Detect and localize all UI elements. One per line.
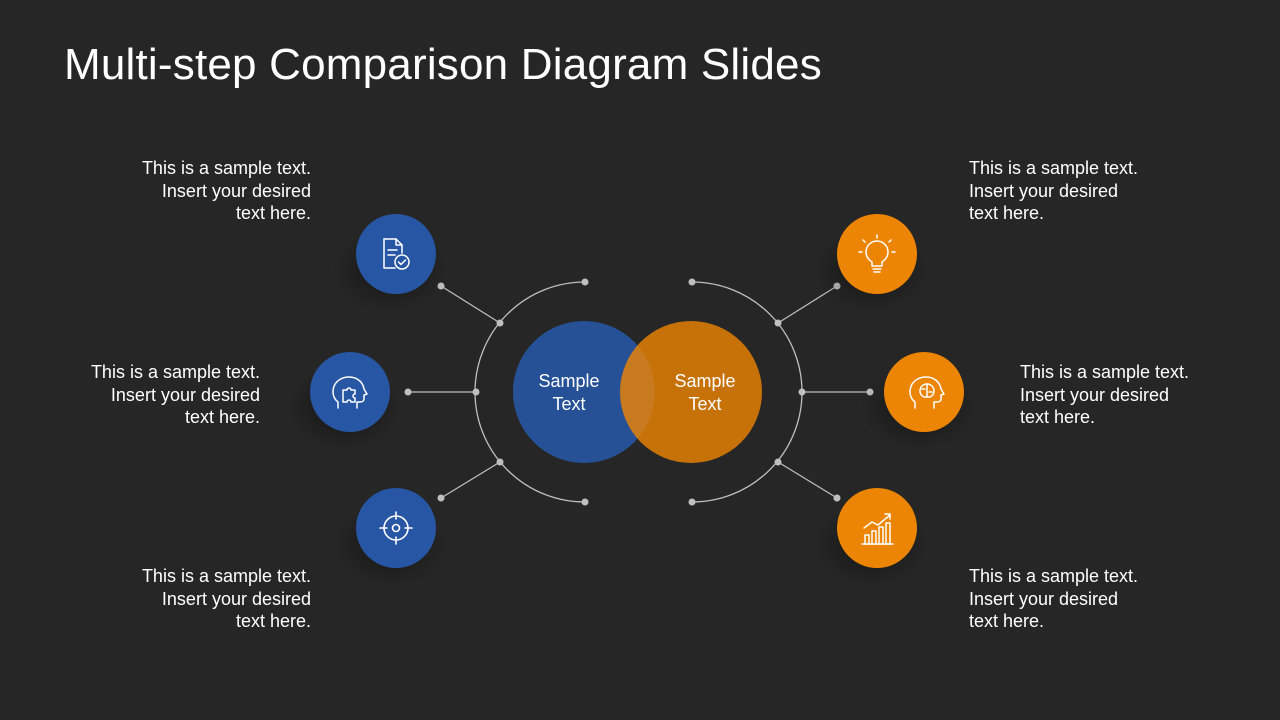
center-right-label: Sample Text	[674, 371, 736, 414]
center-right-circle	[620, 321, 762, 463]
lightbulb-icon	[858, 234, 896, 273]
connector-spokes	[408, 285, 870, 499]
slide-title: Multi-step Comparison Diagram Slides	[64, 40, 822, 89]
left-text-3: This is a sample text. Insert your desir…	[141, 566, 311, 631]
center-left-label: Sample Text	[538, 371, 600, 414]
brain-head-icon	[909, 376, 945, 409]
right-icon-3	[837, 488, 917, 568]
right-icon-1	[837, 214, 917, 294]
left-text-1: This is a sample text. Insert your desir…	[141, 158, 311, 223]
puzzle-head-icon	[332, 376, 368, 409]
growth-chart-icon	[861, 513, 894, 545]
right-text-1: This is a sample text. Insert your desir…	[969, 158, 1139, 223]
document-check-icon	[383, 238, 410, 270]
left-icon-3	[356, 488, 436, 568]
right-text-3: This is a sample text. Insert your desir…	[969, 566, 1139, 631]
left-icon-1	[356, 214, 436, 294]
center-left-circle	[513, 321, 655, 463]
left-text-2: This is a sample text. Insert your desir…	[90, 362, 260, 427]
right-text-2: This is a sample text. Insert your desir…	[1020, 362, 1190, 427]
target-icon	[379, 511, 413, 545]
right-icon-2	[884, 352, 964, 432]
left-icon-2	[310, 352, 390, 432]
